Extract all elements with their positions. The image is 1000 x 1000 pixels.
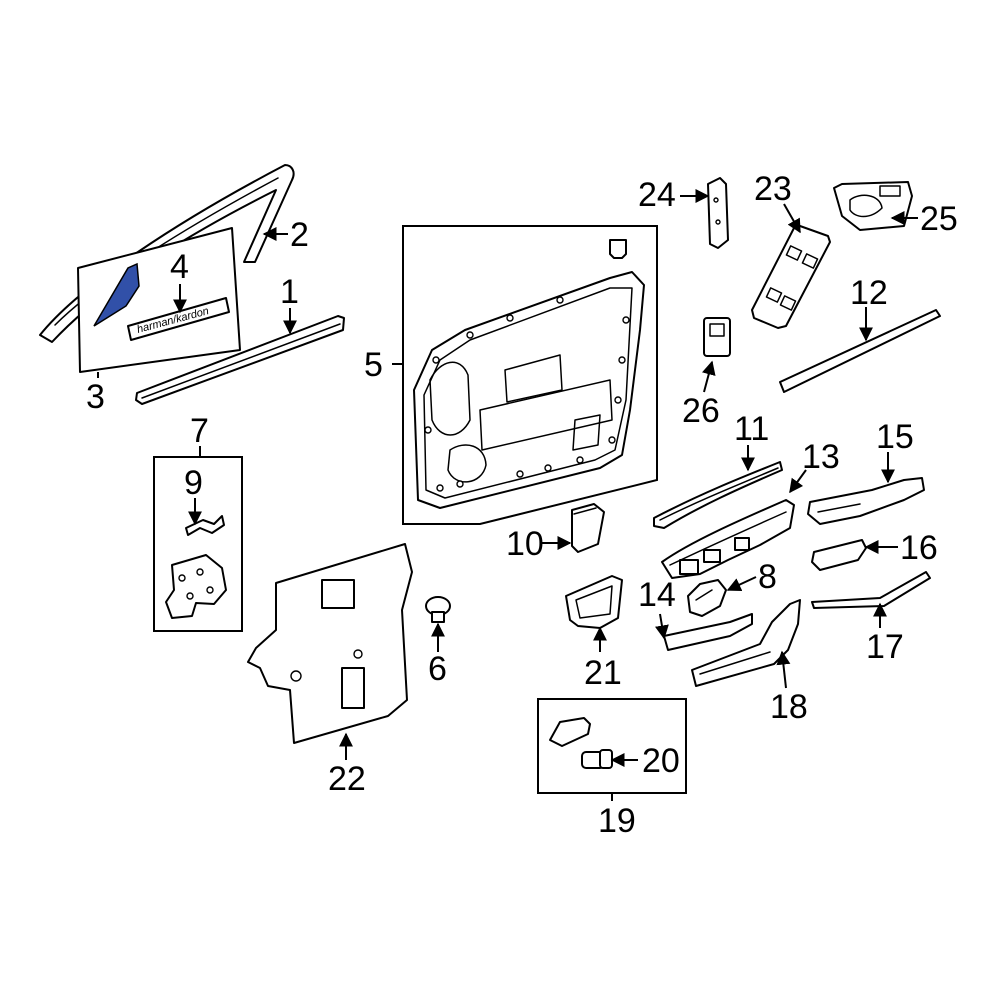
part-22-water-shield[interactable] <box>247 543 413 744</box>
callout-17: 17 <box>866 628 904 666</box>
part-15-trim[interactable] <box>807 477 925 525</box>
callout-labels: 1 2 3 4 5 6 7 8 9 10 11 12 13 14 15 16 1… <box>86 170 958 840</box>
callout-20: 20 <box>642 742 680 780</box>
part-6-clip[interactable] <box>425 596 451 623</box>
callout-21: 21 <box>584 654 622 692</box>
callout-1: 1 <box>280 273 299 311</box>
part-23-window-switch[interactable] <box>751 225 831 329</box>
callout-26: 26 <box>682 392 720 430</box>
callout-24: 24 <box>638 176 676 214</box>
part-24-bracket[interactable] <box>707 177 729 249</box>
callout-14: 14 <box>638 576 676 614</box>
callout-12: 12 <box>850 274 888 312</box>
callout-6: 6 <box>428 650 447 688</box>
part-26-switch[interactable] <box>703 317 731 357</box>
part-3-trim-panel[interactable] <box>77 227 241 373</box>
callout-7: 7 <box>190 412 209 450</box>
part-9-bracket[interactable] <box>185 515 225 536</box>
callout-23: 23 <box>754 170 792 208</box>
part-5-door-inner-panel[interactable] <box>402 225 658 525</box>
leader-lines <box>97 189 918 801</box>
part-12-molding[interactable] <box>779 309 941 393</box>
part-10-cover[interactable] <box>571 503 605 553</box>
callout-10: 10 <box>506 525 544 563</box>
part-21-pocket[interactable] <box>565 575 623 629</box>
callout-9: 9 <box>184 464 203 502</box>
part-1-belt-molding[interactable] <box>135 315 345 405</box>
callout-22: 22 <box>328 760 366 798</box>
callout-25: 25 <box>920 200 958 238</box>
part-11-trim-strip[interactable] <box>653 461 783 529</box>
callout-8: 8 <box>758 558 777 596</box>
part-17-strip[interactable] <box>811 571 931 609</box>
part-14-trim[interactable] <box>663 613 753 651</box>
part-20-bulb[interactable] <box>581 749 613 769</box>
callout-2: 2 <box>290 216 309 254</box>
callout-11: 11 <box>734 410 769 448</box>
box-7 <box>153 456 243 632</box>
callout-13: 13 <box>802 438 840 476</box>
part-8-handle[interactable] <box>687 579 727 617</box>
part-13-armrest[interactable] <box>661 499 795 579</box>
part-16-bracket[interactable] <box>811 539 867 571</box>
callout-18: 18 <box>770 688 808 726</box>
part-18-lower-trim[interactable] <box>691 599 801 687</box>
callout-19: 19 <box>598 802 636 840</box>
part-25-seat-switch[interactable] <box>833 181 913 231</box>
callout-16: 16 <box>900 529 938 567</box>
part-highlighted-trim[interactable] <box>93 262 140 327</box>
callout-5: 5 <box>364 346 383 384</box>
part-19-lamp-housing[interactable] <box>549 717 591 747</box>
callout-3: 3 <box>86 378 105 416</box>
callout-15: 15 <box>876 418 914 456</box>
callout-4: 4 <box>170 248 189 286</box>
part-7-hinge[interactable] <box>165 554 227 619</box>
